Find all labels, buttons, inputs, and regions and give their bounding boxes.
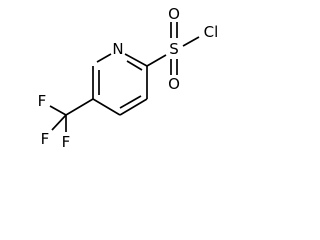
atom-label-oxygen-top: O <box>168 5 180 23</box>
atom-label-fluorine-left: F <box>38 92 47 110</box>
atom-label-fluorine-bottom: F <box>62 133 71 151</box>
bond-c2-s <box>146 54 167 67</box>
atom-label-fluorine-lower: F <box>41 130 50 148</box>
bond-c3-c4 <box>119 98 148 116</box>
bond-c4-c5 <box>92 98 121 116</box>
chemical-structure: N S O O Cl F F F <box>38 5 219 151</box>
pyridine-ring <box>92 53 148 116</box>
bond-cf3-f-left <box>49 105 67 116</box>
bond-n1-c2 <box>124 53 148 67</box>
atom-label-nitrogen: N <box>112 40 123 58</box>
bond-s-cl <box>182 36 200 47</box>
sulfonyl-chloride-group <box>146 22 200 75</box>
bond-cf3-f-lower <box>51 114 67 131</box>
bond-c3-c4-inner <box>119 95 142 109</box>
bond-c6-n1 <box>96 53 112 63</box>
bond-c5-cf3 <box>65 98 94 116</box>
atom-label-oxygen-bottom: O <box>168 75 180 93</box>
atom-label-chlorine: Cl <box>204 23 219 41</box>
atom-labels: N S O O Cl F F F <box>38 5 219 151</box>
bond-n1-c2-inner <box>126 60 143 71</box>
trifluoromethyl-group <box>49 98 94 132</box>
atom-label-sulfur: S <box>169 40 179 58</box>
